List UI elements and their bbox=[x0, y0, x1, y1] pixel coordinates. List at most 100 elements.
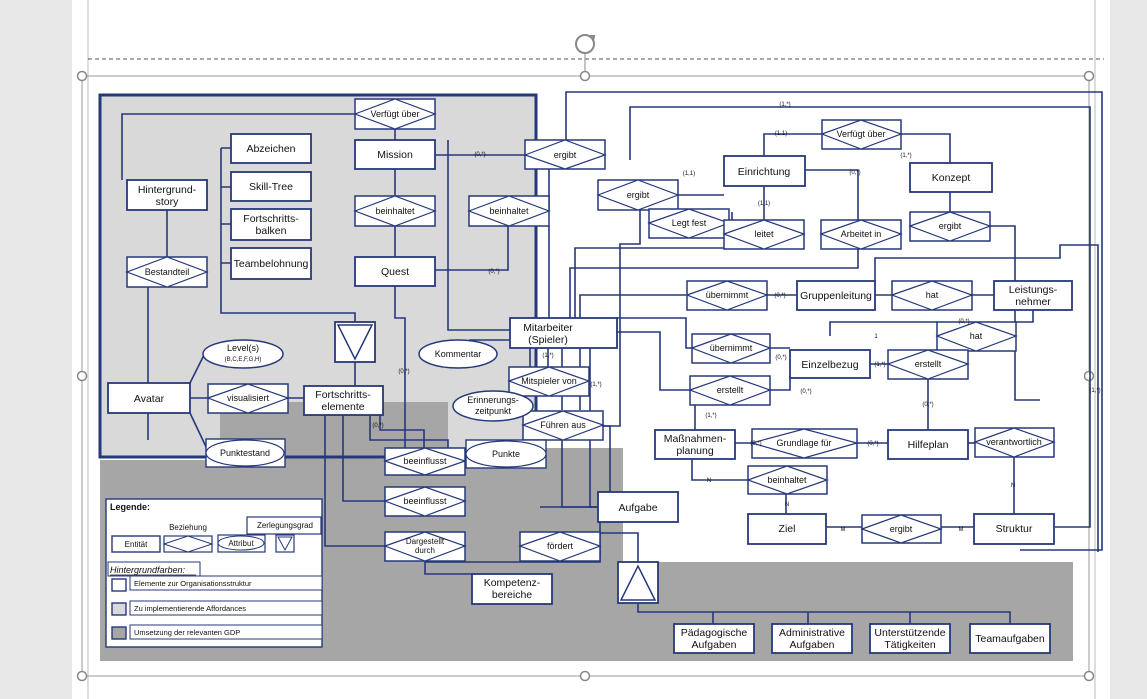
entity-teamaufgaben[interactable]: Teamaufgaben bbox=[969, 623, 1051, 654]
entity-hintergrundstory[interactable]: Hintergrund-story bbox=[126, 179, 208, 211]
svg-text:hat: hat bbox=[926, 290, 939, 300]
svg-text:(B,C,E,F,G,H): (B,C,E,F,G,H) bbox=[225, 357, 262, 363]
entity-skilltree[interactable]: Skill-Tree bbox=[230, 171, 312, 202]
attributes: Level(s)(B,C,E,F,G,H) Kommentar Erinneru… bbox=[202, 339, 547, 469]
rel-verfuegt-ueber-2[interactable]: Verfügt über bbox=[820, 119, 903, 150]
svg-text:(1,1): (1,1) bbox=[683, 171, 695, 177]
svg-text:(0,*): (0,*) bbox=[774, 293, 785, 299]
entity-mission[interactable]: Mission bbox=[354, 139, 436, 170]
entity-leistungsnehmer[interactable]: Leistungs-nehmer bbox=[993, 280, 1073, 311]
selection-handles[interactable] bbox=[76, 70, 1095, 682]
rel-ergibt-ziel[interactable]: ergibt bbox=[860, 514, 943, 544]
svg-text:Leistungs-: Leistungs- bbox=[1009, 284, 1058, 296]
attr-erinnerungszeitpunkt[interactable]: Erinnerungs-zeitpunkt bbox=[452, 390, 534, 422]
rel-legt-fest[interactable]: Legt fest bbox=[647, 208, 731, 239]
entity-gruppenleitung[interactable]: Gruppenleitung bbox=[796, 280, 876, 311]
svg-text:übernimmt: übernimmt bbox=[710, 343, 753, 353]
rel-mitspieler-von[interactable]: Mitspieler von bbox=[507, 366, 591, 397]
aufgabe-triangle-icon[interactable] bbox=[617, 561, 659, 604]
legend-item-organisationsstruktur: Elemente zur Organisationsstruktur bbox=[111, 575, 323, 592]
rel-hat-1[interactable]: hat bbox=[890, 280, 974, 311]
svg-text:Verfügt über: Verfügt über bbox=[836, 129, 885, 139]
attr-punktestand[interactable]: Punktestand bbox=[205, 438, 286, 468]
svg-text:beeinflusst: beeinflusst bbox=[403, 496, 447, 506]
svg-text:verantwortlich: verantwortlich bbox=[986, 437, 1042, 447]
entity-einrichtung[interactable]: Einrichtung bbox=[723, 155, 806, 187]
attr-kommentar[interactable]: Kommentar bbox=[418, 339, 498, 369]
rel-verfuegt-ueber-top[interactable]: Verfügt über bbox=[353, 98, 437, 130]
rel-ergibt-2[interactable]: ergibt bbox=[596, 179, 680, 211]
entity-fortschrittsbalken[interactable]: Fortschritts-balken bbox=[230, 208, 312, 241]
entity-konzept[interactable]: Konzept bbox=[909, 162, 993, 193]
rel-uebernimmt-2[interactable]: übernimmt bbox=[690, 333, 772, 364]
svg-text:Maßnahmen-: Maßnahmen- bbox=[664, 433, 727, 445]
svg-text:balken: balken bbox=[256, 225, 287, 237]
legend-item-affordances: Zu implementierende Affordances bbox=[111, 600, 323, 616]
svg-text:planung: planung bbox=[676, 445, 714, 457]
entity-avatar[interactable]: Avatar bbox=[107, 382, 191, 414]
rel-ergibt-konzept[interactable]: ergibt bbox=[908, 211, 992, 242]
svg-text:Einrichtung: Einrichtung bbox=[738, 166, 791, 178]
entity-einzelbezug[interactable]: Einzelbezug bbox=[789, 349, 871, 379]
svg-text:(1,1): (1,1) bbox=[758, 201, 770, 207]
svg-text:elemente: elemente bbox=[321, 401, 364, 413]
attr-punkte[interactable]: Punkte bbox=[465, 439, 547, 469]
rel-erstellt-1[interactable]: erstellt bbox=[886, 349, 970, 380]
rel-foerdert[interactable]: fördert bbox=[518, 531, 602, 562]
entity-kompetenzbereiche[interactable]: Kompetenz-bereiche bbox=[471, 573, 553, 605]
svg-text:Arbeitet in: Arbeitet in bbox=[841, 229, 882, 239]
svg-text:Erinnerungs-: Erinnerungs- bbox=[467, 395, 519, 405]
zerlegungsgrad-triangle-icon[interactable] bbox=[334, 321, 376, 363]
entity-hilfeplan[interactable]: Hilfeplan bbox=[887, 429, 969, 460]
svg-text:(0,*): (0,*) bbox=[398, 369, 409, 375]
svg-text:Skill-Tree: Skill-Tree bbox=[249, 181, 293, 193]
svg-text:Aufgaben: Aufgaben bbox=[692, 639, 737, 651]
svg-text:übernimmt: übernimmt bbox=[706, 290, 749, 300]
rel-leitet[interactable]: leitet bbox=[722, 219, 806, 250]
rel-beinhaltet-2[interactable]: beinhaltet bbox=[467, 195, 551, 227]
rel-uebernimmt-1[interactable]: übernimmt bbox=[685, 280, 769, 311]
entity-struktur[interactable]: Struktur bbox=[973, 513, 1055, 545]
svg-text:fördert: fördert bbox=[547, 541, 574, 551]
rel-beeinflusst-2[interactable]: beeinflusst bbox=[383, 486, 467, 517]
rel-ergibt-mission[interactable]: ergibt bbox=[523, 139, 607, 170]
entity-massnahmenplanung[interactable]: Maßnahmen-planung bbox=[654, 429, 736, 460]
entity-teambelohnung[interactable]: Teambelohnung bbox=[230, 247, 312, 280]
entity-ziel[interactable]: Ziel bbox=[747, 513, 827, 545]
svg-text:ergibt: ergibt bbox=[627, 190, 650, 200]
svg-text:Legt fest: Legt fest bbox=[672, 218, 707, 228]
attr-levels[interactable]: Level(s)(B,C,E,F,G,H) bbox=[202, 339, 284, 369]
rel-verantwortlich[interactable]: verantwortlich bbox=[973, 427, 1056, 458]
rel-beeinflusst-1[interactable]: beeinflusst bbox=[383, 447, 467, 476]
svg-text:(1,*): (1,*) bbox=[705, 413, 716, 419]
svg-text:Tätigkeiten: Tätigkeiten bbox=[884, 639, 936, 651]
svg-text:Hintergrund-: Hintergrund- bbox=[138, 184, 197, 196]
svg-text:Bestandteil: Bestandteil bbox=[145, 267, 190, 277]
svg-text:N: N bbox=[1011, 483, 1015, 489]
svg-text:Kompetenz-: Kompetenz- bbox=[484, 577, 541, 589]
rel-visualisiert[interactable]: visualisiert bbox=[206, 383, 290, 414]
entity-abzeichen[interactable]: Abzeichen bbox=[230, 133, 312, 164]
entity-mitarbeiter[interactable]: Mitarbeiter(Spieler) bbox=[509, 317, 618, 349]
svg-text:Aufgabe: Aufgabe bbox=[618, 502, 657, 514]
entity-aufgabe[interactable]: Aufgabe bbox=[597, 491, 679, 523]
svg-text:durch: durch bbox=[415, 546, 435, 555]
rel-beinhaltet-3[interactable]: beinhaltet bbox=[746, 465, 829, 495]
rel-erstellt-2[interactable]: erstellt bbox=[688, 375, 772, 406]
entity-quest[interactable]: Quest bbox=[354, 256, 436, 287]
rel-hat-2[interactable]: hat bbox=[935, 321, 1018, 352]
entity-fortschrittselemente[interactable]: Fortschritts-elemente bbox=[303, 385, 384, 416]
svg-text:Punktestand: Punktestand bbox=[220, 448, 270, 458]
svg-text:Aufgaben: Aufgaben bbox=[790, 639, 835, 651]
svg-text:Verfügt über: Verfügt über bbox=[370, 109, 419, 119]
rel-arbeitet-in[interactable]: Arbeitet in bbox=[819, 219, 903, 250]
rel-beinhaltet-1[interactable]: beinhaltet bbox=[353, 195, 437, 227]
rel-grundlage-fuer[interactable]: Grundlage für bbox=[749, 428, 860, 459]
rel-bestandteil[interactable]: Bestandteil bbox=[125, 256, 209, 288]
svg-text:Zerlegungsgrad: Zerlegungsgrad bbox=[257, 521, 313, 530]
rel-fuehren-aus[interactable]: Führen aus bbox=[521, 410, 605, 441]
